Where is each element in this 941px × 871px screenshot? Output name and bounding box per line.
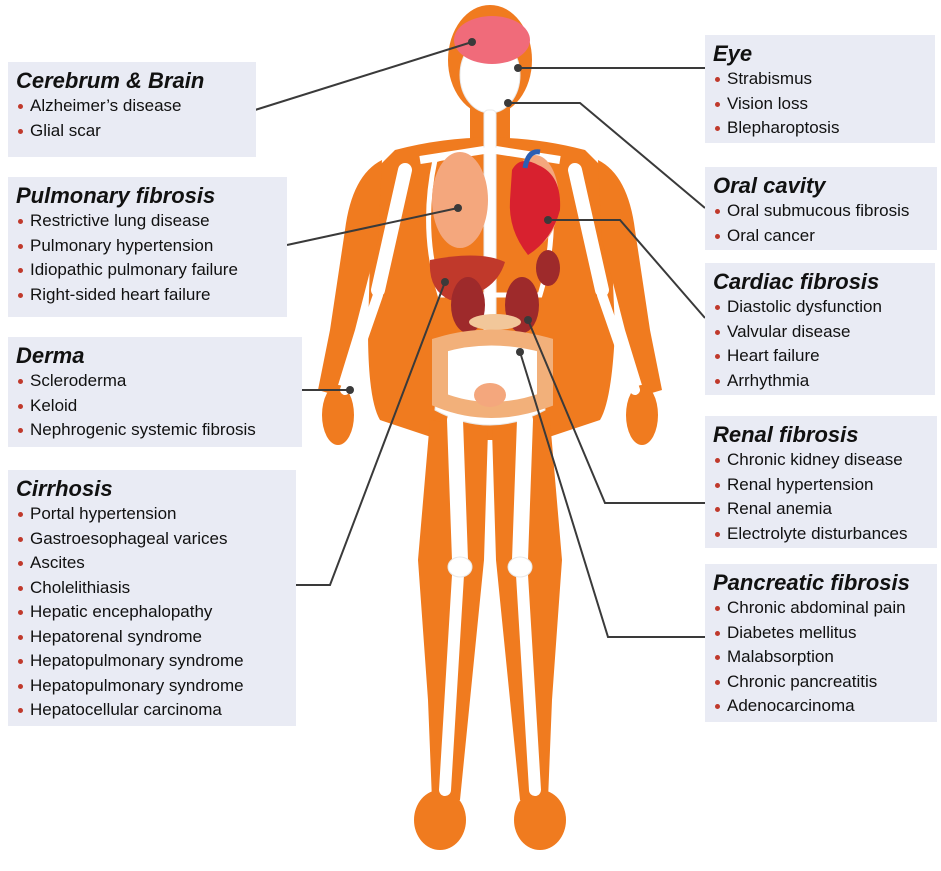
panel-oral-cavity: Oral cavity Oral submucous fibrosis Oral… [705, 167, 937, 250]
panel-title: Eye [713, 41, 927, 67]
panel-title: Cardiac fibrosis [713, 269, 927, 295]
connector-renal [528, 320, 705, 503]
disease-item: Cholelithiasis [16, 576, 288, 601]
connector-oral [508, 103, 705, 208]
panel-cardiac-fibrosis: Cardiac fibrosis Diastolic dysfunction V… [705, 263, 935, 395]
panel-title: Pancreatic fibrosis [713, 570, 929, 596]
disease-item: Hepatocellular carcinoma [16, 698, 288, 723]
connector-cerebrum [255, 42, 472, 110]
disease-item: Diastolic dysfunction [713, 295, 927, 320]
disease-item: Malabsorption [713, 645, 929, 670]
disease-item: Renal hypertension [713, 473, 929, 498]
disease-item: Hepatic encephalopathy [16, 600, 288, 625]
panel-title: Cirrhosis [16, 476, 288, 502]
connector-dot-oral [504, 99, 512, 107]
disease-item: Blepharoptosis [713, 116, 927, 141]
connector-dot-cardiac [544, 216, 552, 224]
connector-cirrhosis [295, 282, 445, 585]
panel-title: Oral cavity [713, 173, 929, 199]
connector-cardiac [548, 220, 705, 318]
panel-renal-fibrosis: Renal fibrosis Chronic kidney disease Re… [705, 416, 937, 548]
disease-item: Gastroesophageal varices [16, 527, 288, 552]
connector-dot-pulmonary [454, 204, 462, 212]
disease-item: Alzheimer’s disease [16, 94, 248, 119]
disease-item: Renal anemia [713, 497, 929, 522]
disease-item: Chronic abdominal pain [713, 596, 929, 621]
disease-item: Hepatorenal syndrome [16, 625, 288, 650]
panel-cerebrum-brain: Cerebrum & Brain Alzheimer’s disease Gli… [8, 62, 256, 157]
panel-pulmonary-fibrosis: Pulmonary fibrosis Restrictive lung dise… [8, 177, 287, 317]
disease-item: Adenocarcinoma [713, 694, 929, 719]
disease-item: Ascites [16, 551, 288, 576]
disease-item: Hepatopulmonary syndrome [16, 674, 288, 699]
panel-title: Cerebrum & Brain [16, 68, 248, 94]
panel-title: Pulmonary fibrosis [16, 183, 279, 209]
panel-cirrhosis: Cirrhosis Portal hypertension Gastroesop… [8, 470, 296, 726]
disease-item: Keloid [16, 394, 294, 419]
disease-item: Oral submucous fibrosis [713, 199, 929, 224]
panel-eye: Eye Strabismus Vision loss Blepharoptosi… [705, 35, 935, 143]
disease-item: Restrictive lung disease [16, 209, 279, 234]
disease-item: Portal hypertension [16, 502, 288, 527]
disease-item: Nephrogenic systemic fibrosis [16, 418, 294, 443]
panel-pancreatic-fibrosis: Pancreatic fibrosis Chronic abdominal pa… [705, 564, 937, 722]
connector-dot-cirrhosis [441, 278, 449, 286]
connector-dot-eye [514, 64, 522, 72]
disease-item: Diabetes mellitus [713, 621, 929, 646]
disease-item: Pulmonary hypertension [16, 234, 279, 259]
panel-title: Derma [16, 343, 294, 369]
disease-item: Strabismus [713, 67, 927, 92]
disease-item: Scleroderma [16, 369, 294, 394]
connector-pulmonary [287, 208, 458, 245]
panel-title: Renal fibrosis [713, 422, 929, 448]
disease-item: Glial scar [16, 119, 248, 144]
connector-dot-renal [524, 316, 532, 324]
disease-item: Oral cancer [713, 224, 929, 249]
disease-item: Arrhythmia [713, 369, 927, 394]
disease-item: Electrolyte disturbances [713, 522, 929, 547]
connector-dot-cerebrum [468, 38, 476, 46]
disease-item: Heart failure [713, 344, 927, 369]
disease-item: Chronic kidney disease [713, 448, 929, 473]
disease-item: Idiopathic pulmonary failure [16, 258, 279, 283]
disease-item: Right-sided heart failure [16, 283, 279, 308]
connector-pancreatic [520, 352, 705, 637]
disease-item: Hepatopulmonary syndrome [16, 649, 288, 674]
disease-item: Valvular disease [713, 320, 927, 345]
panel-derma: Derma Scleroderma Keloid Nephrogenic sys… [8, 337, 302, 447]
connector-dot-derma [346, 386, 354, 394]
disease-item: Chronic pancreatitis [713, 670, 929, 695]
disease-item: Vision loss [713, 92, 927, 117]
connector-dot-pancreatic [516, 348, 524, 356]
